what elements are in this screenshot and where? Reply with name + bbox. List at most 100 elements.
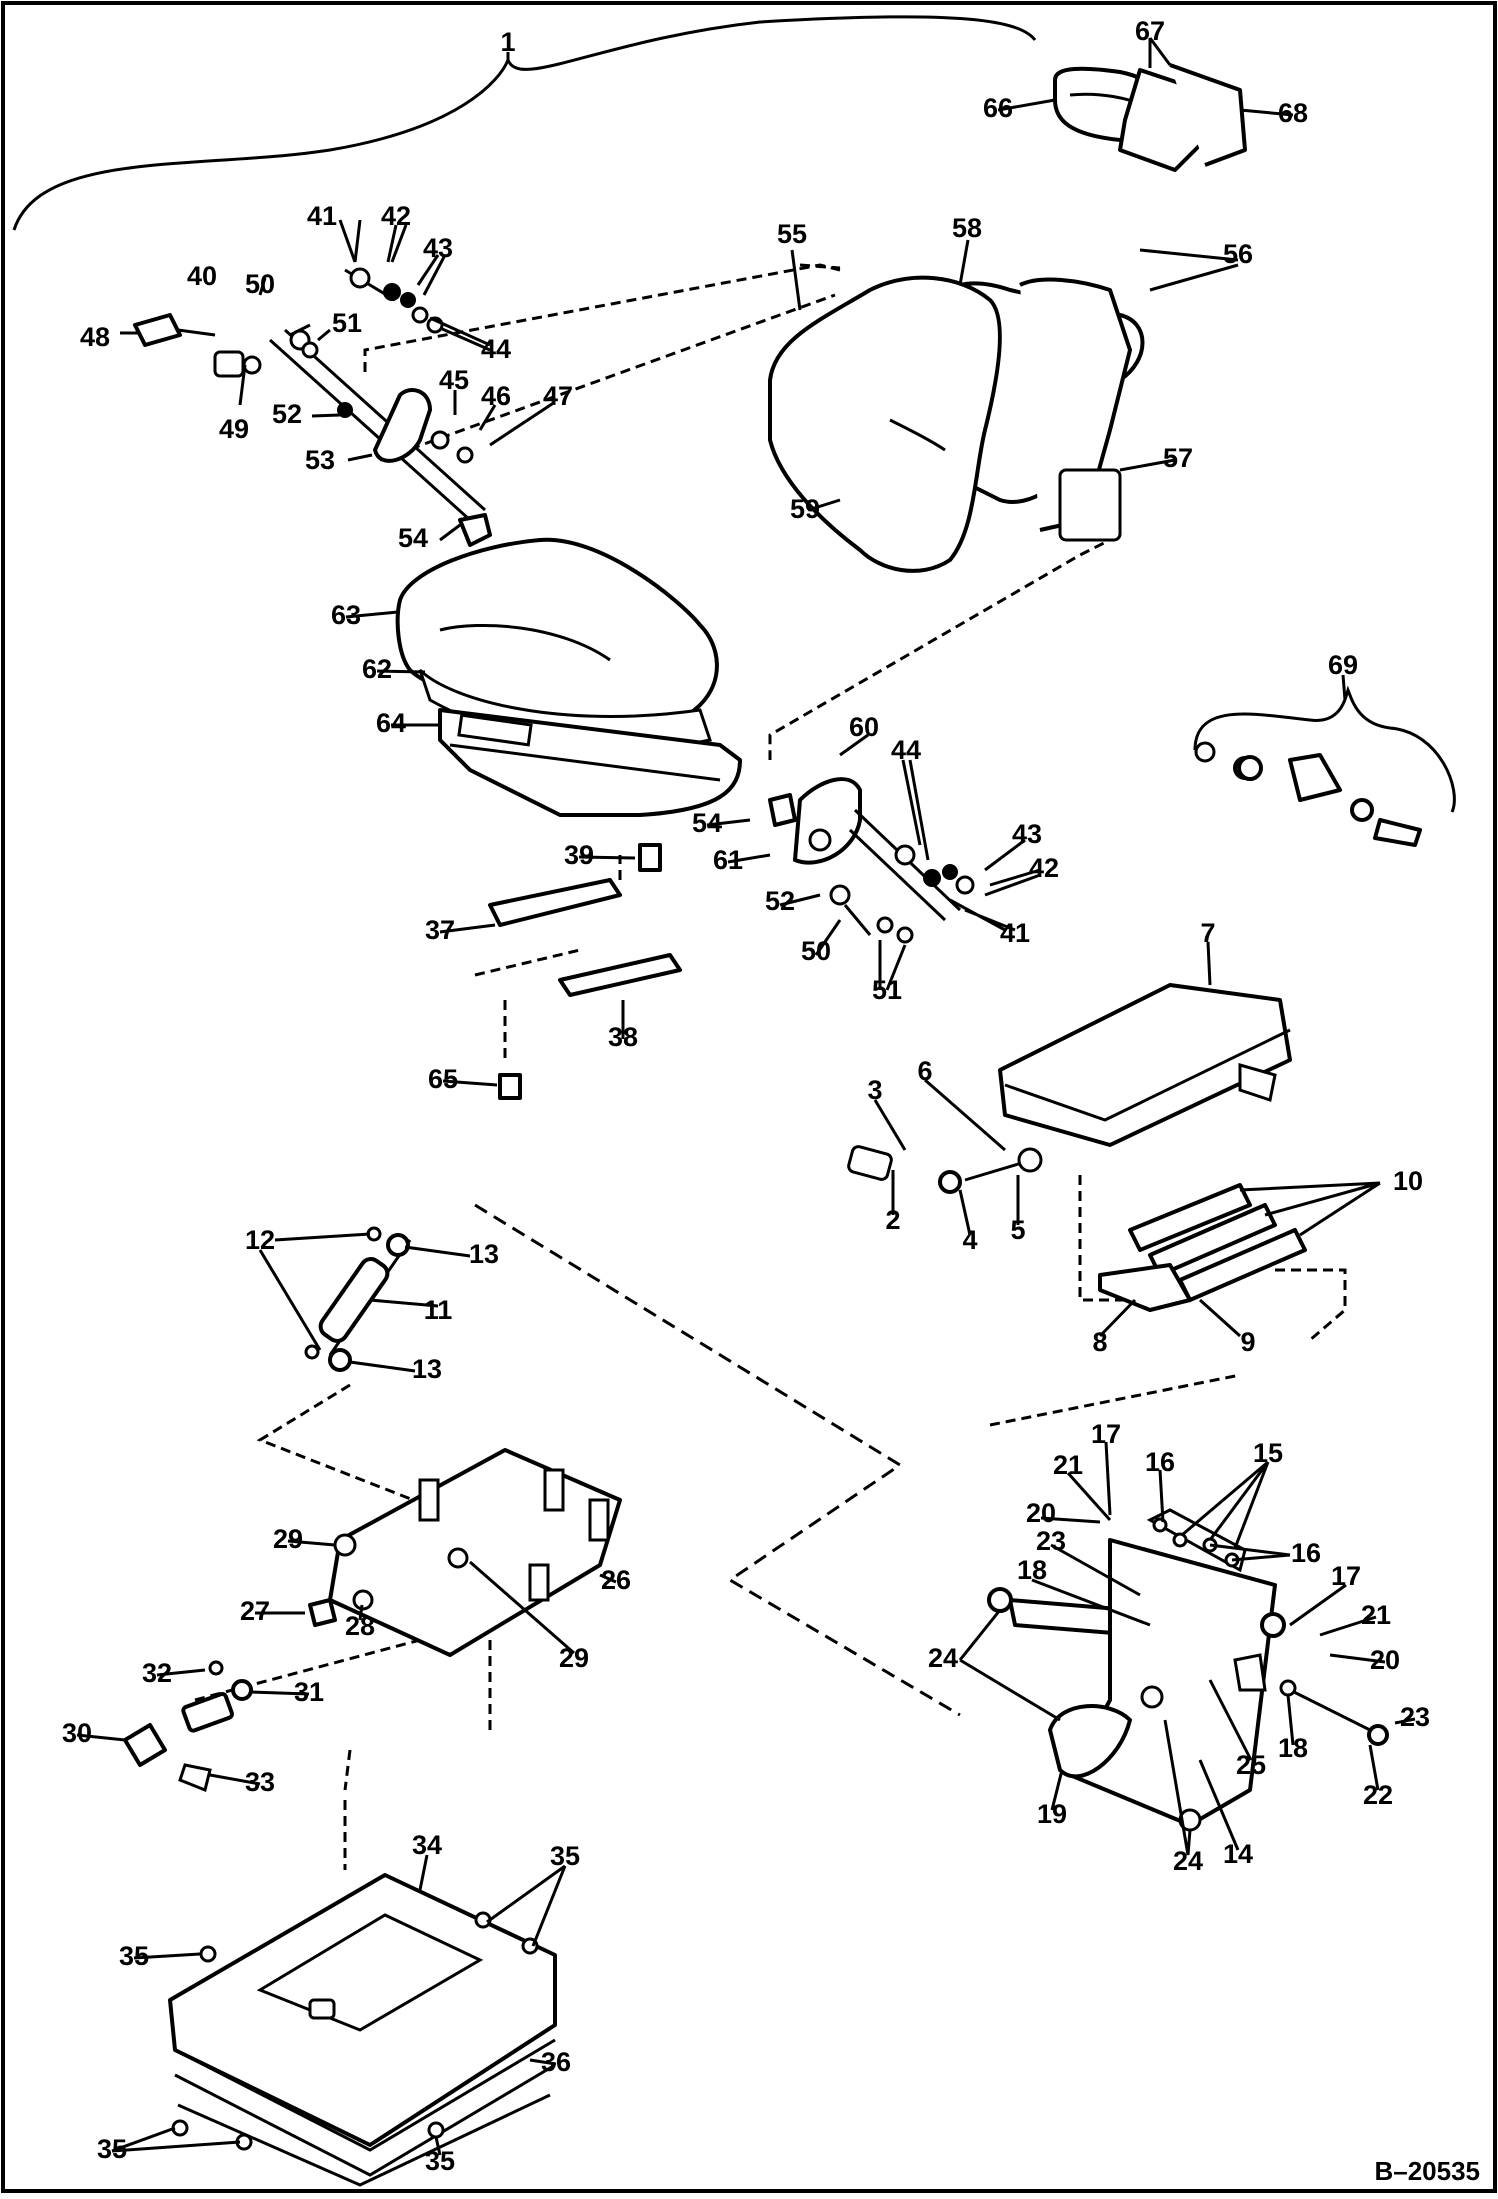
callout-c46: 46 [481,381,511,411]
callout-c10: 10 [1393,1166,1423,1196]
leader-lines [76,37,1416,2156]
callout-c59: 59 [790,494,820,524]
callout-c52a: 52 [272,399,302,429]
callout-c12: 12 [245,1225,275,1255]
backrest-cushion [768,275,1002,573]
callout-c13a: 13 [469,1239,499,1269]
callout-c4: 4 [962,1225,977,1255]
callout-c31: 31 [294,1677,324,1707]
callout-c29b: 29 [559,1643,589,1673]
reference-number: B–20535 [1374,2156,1480,2186]
callout-c43b: 43 [1012,819,1042,849]
callout-c27: 27 [240,1596,270,1626]
callout-c8: 8 [1092,1327,1107,1357]
callout-c24a: 24 [928,1643,958,1673]
callout-c32: 32 [142,1658,172,1688]
scissor-linkage [987,1508,1389,1832]
callout-c22: 22 [1363,1780,1393,1810]
callout-c55: 55 [777,219,807,249]
base-plate [308,1448,622,1657]
callout-c41a: 41 [307,201,337,231]
callout-c18b: 18 [1278,1733,1308,1763]
callout-c28: 28 [345,1611,375,1641]
callout-c51b: 51 [872,975,902,1005]
callout-c44b: 44 [891,735,921,765]
hardware-kit [1194,741,1422,847]
callout-c17b: 17 [1331,1561,1361,1591]
callout-c25: 25 [1236,1750,1266,1780]
callout-c50a: 50 [245,269,275,299]
callout-c54b: 54 [692,808,722,838]
callout-c48: 48 [80,322,110,352]
callout-c26: 26 [601,1565,631,1595]
callout-c20a: 20 [1026,1498,1056,1528]
callout-c42a: 42 [381,201,411,231]
callout-c53: 53 [305,445,335,475]
callout-c37: 37 [425,915,455,945]
seat-cushion [395,537,719,752]
callout-c3: 3 [867,1075,882,1105]
callout-c6: 6 [917,1056,932,1086]
left-knob-assembly [133,267,492,547]
callout-c35d: 35 [425,2146,455,2176]
callout-c65: 65 [428,1064,458,1094]
callout-c16b: 16 [1291,1538,1321,1568]
callout-c47: 47 [543,381,573,411]
callout-c44a: 44 [481,334,511,364]
backrest-frame [938,277,1145,542]
callout-c40: 40 [187,261,217,291]
callout-c63: 63 [331,600,361,630]
callout-c60: 60 [849,712,879,742]
callout-c51a: 51 [332,308,362,338]
callout-c35c: 35 [97,2134,127,2164]
callout-c67: 67 [1135,16,1165,46]
callout-c34: 34 [412,1830,442,1860]
callout-c50b: 50 [801,936,831,966]
callout-c13b: 13 [412,1354,442,1384]
callout-c14: 14 [1223,1839,1253,1869]
headrest-frame [1118,63,1247,172]
callout-c66: 66 [983,93,1013,123]
callout-c1: 1 [500,27,515,57]
callout-c23a: 23 [1036,1526,1066,1556]
callout-c42b: 42 [1029,853,1059,883]
callout-c20b: 20 [1370,1645,1400,1675]
right-lever-assembly [768,777,975,944]
callout-c36: 36 [541,2047,571,2077]
callout-c21a: 21 [1053,1450,1083,1480]
callout-c64: 64 [376,708,406,738]
bracket-1 [12,15,1037,231]
callout-c7: 7 [1200,918,1215,948]
callout-c35b: 35 [119,1941,149,1971]
callout-c21b: 21 [1361,1600,1391,1630]
callout-c18a: 18 [1017,1555,1047,1585]
adjust-knob-assembly [847,1145,1043,1194]
callout-c43a: 43 [423,233,453,263]
callout-c29a: 29 [273,1524,303,1554]
callout-c33: 33 [245,1767,275,1797]
callout-c62: 62 [362,654,392,684]
callout-c30: 30 [62,1718,92,1748]
callout-c56: 56 [1223,239,1253,269]
callout-c9: 9 [1240,1327,1255,1357]
callout-c5: 5 [1010,1215,1025,1245]
callout-c23b: 23 [1400,1702,1430,1732]
callout-c61: 61 [713,845,743,875]
callout-c35a: 35 [550,1841,580,1871]
callout-c41b: 41 [1000,918,1030,948]
seat-pan [438,708,742,817]
callout-c54a: 54 [398,523,428,553]
callout-c69: 69 [1328,650,1358,680]
callout-c45: 45 [439,365,469,395]
seat-rails [488,843,682,1100]
callout-c11: 11 [424,1295,453,1325]
callout-c52b: 52 [765,886,795,916]
latch-assembly [123,1660,253,1793]
callout-c16a: 16 [1145,1447,1175,1477]
callout-c57: 57 [1163,443,1193,473]
callout-c38: 38 [608,1022,638,1052]
callout-c19: 19 [1037,1799,1067,1829]
suspension-springs [1098,1183,1307,1312]
